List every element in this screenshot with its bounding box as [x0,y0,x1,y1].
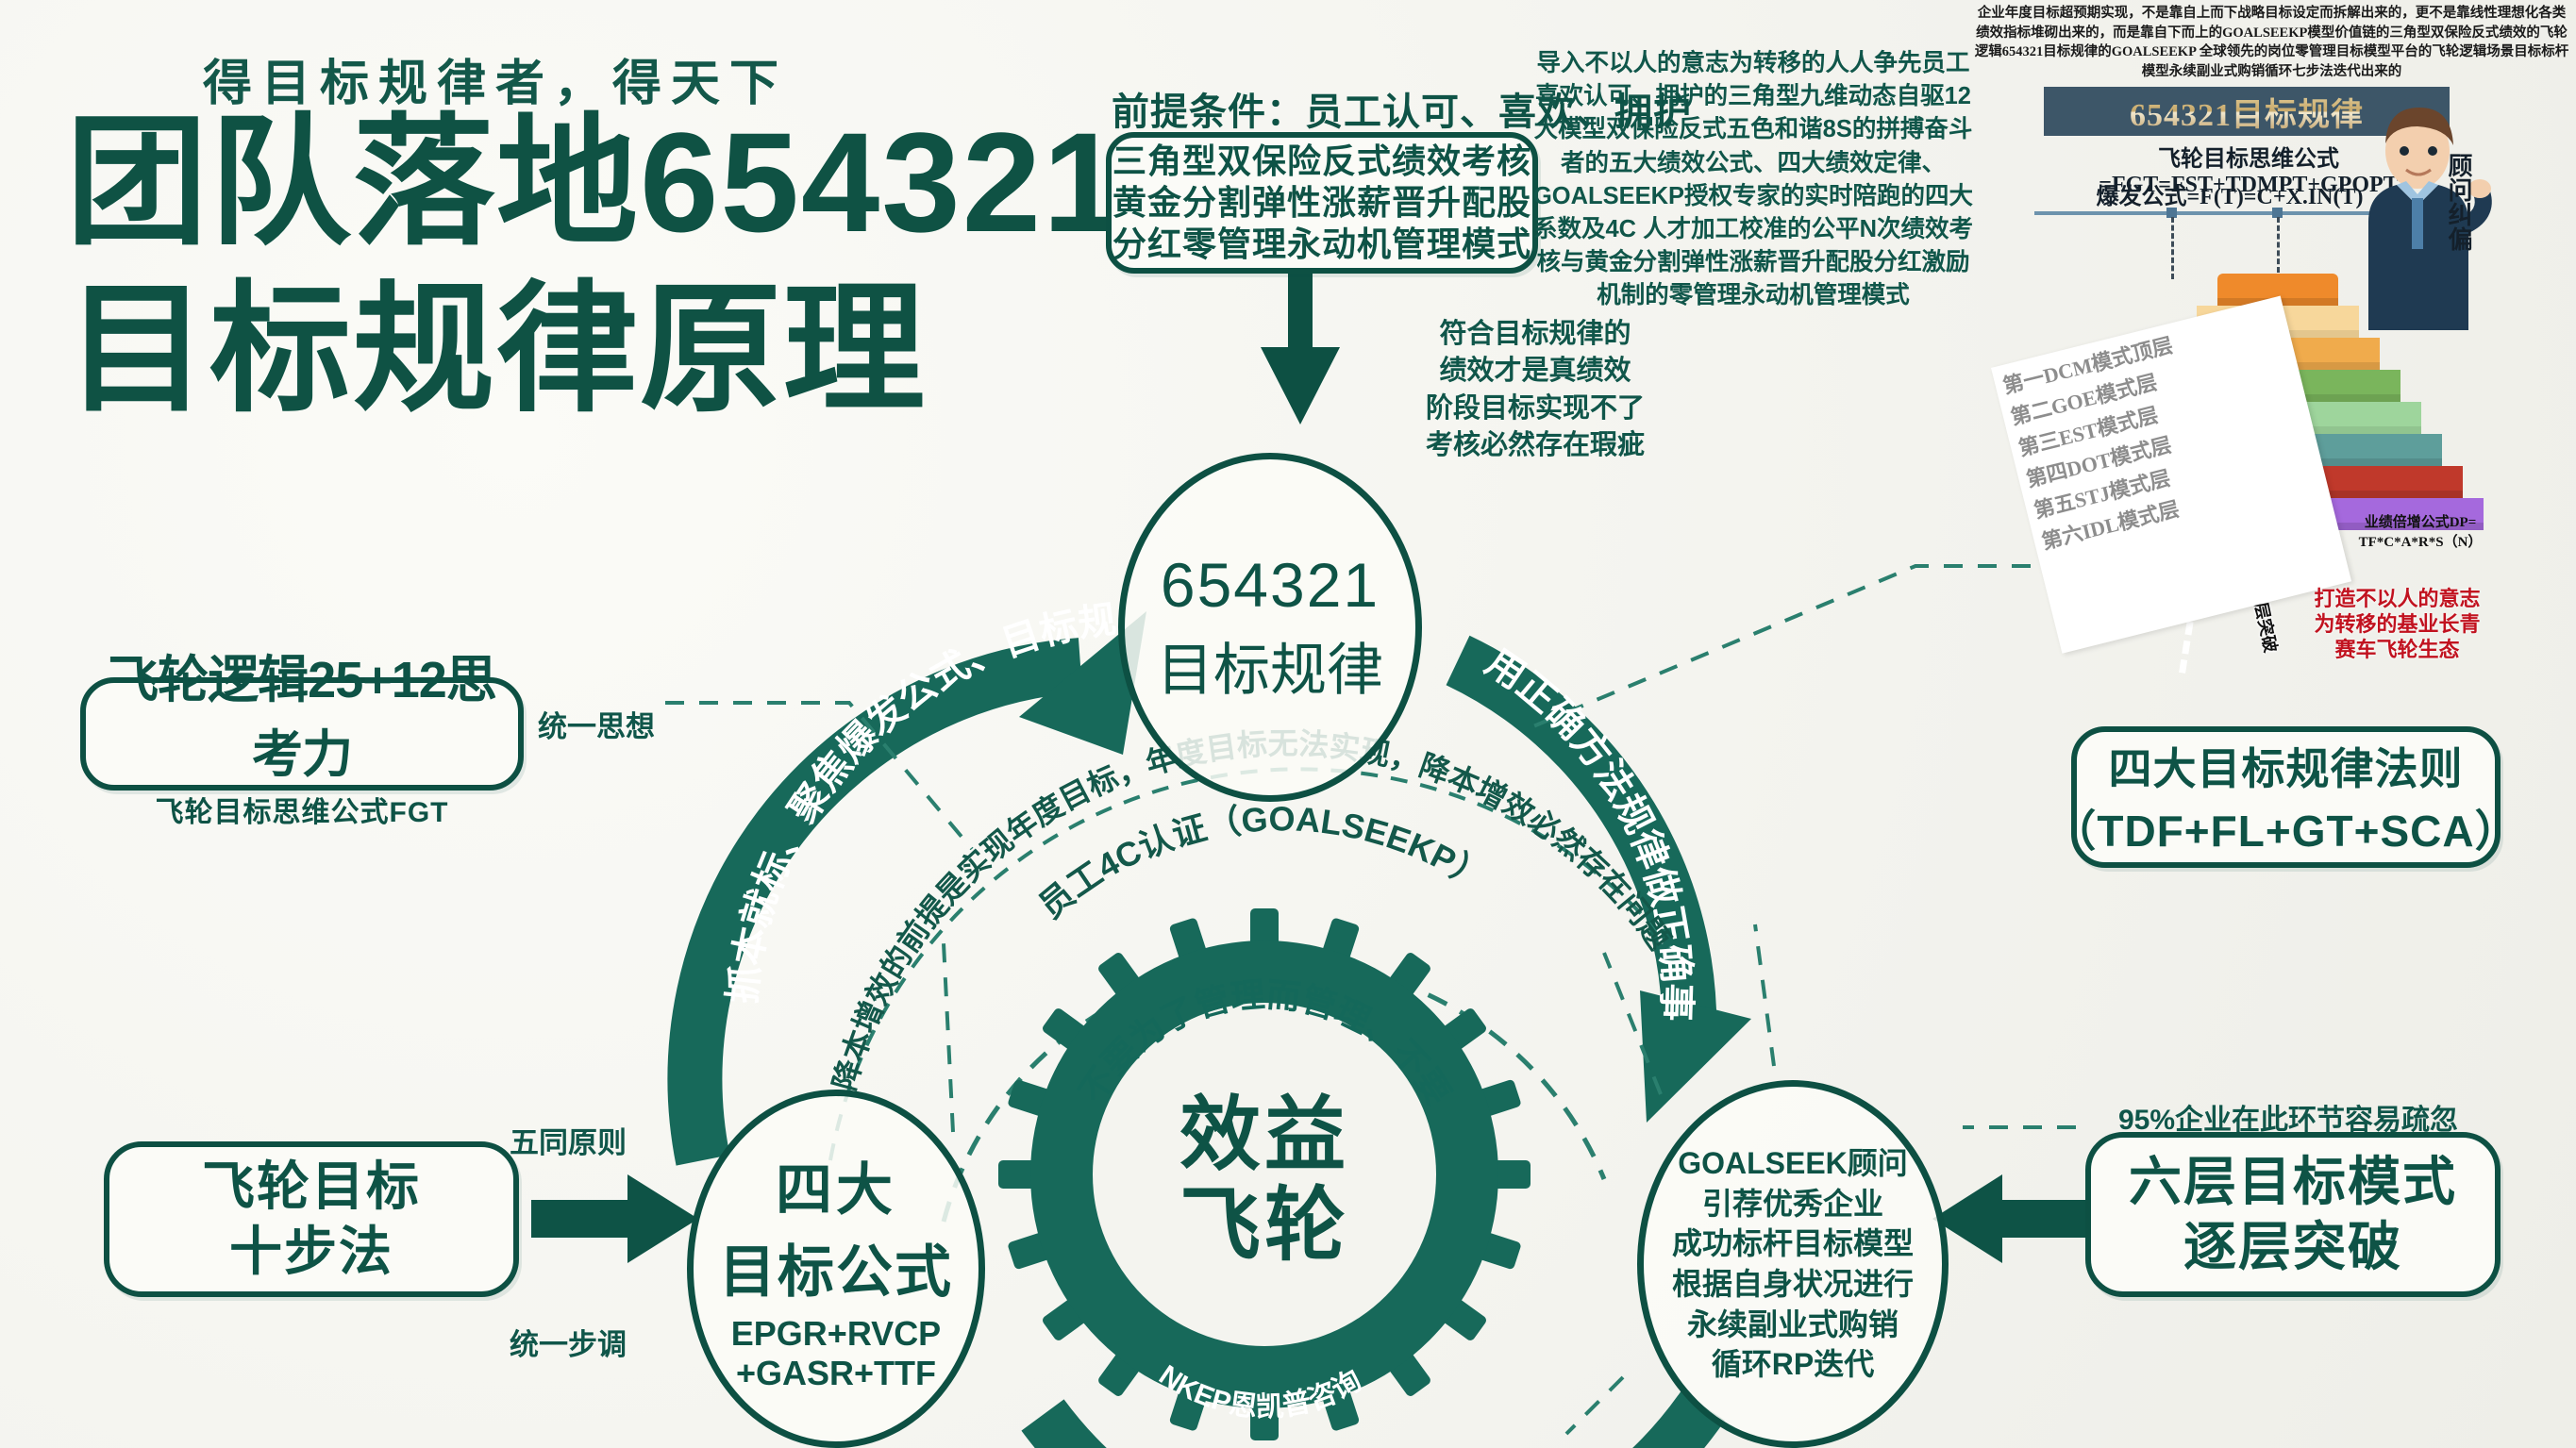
flywheel-line2: 飞轮 [1179,1180,1349,1272]
circle-goalseek-consultant: GOALSEEK顾问 引荐优秀企业 成功标杆目标模型 根据自身状况进行 永续副业… [1637,1080,1949,1448]
page-title-line2: 目标规律原理 [66,270,928,428]
four-formula-line4: +GASR+TTF [735,1354,937,1392]
goalseek-line-0: GOALSEEK顾问 [1678,1146,1908,1181]
right-explanatory-note: 导入不以人的意志为转移的人人争先员工喜欢认可、拥护的三角型九维动态自驱12大模型… [1532,50,1974,309]
pyramid-drop-left [2171,217,2174,279]
label-unify-thought: 统一思想 [538,710,655,743]
goalseek-line-5: 循环RP迭代 [1711,1347,1875,1382]
six-layer-line1: 六层目标模式 [2129,1152,2457,1212]
pyramid-node-left [2166,208,2177,218]
flywheel-logic-title: 飞轮逻辑25+12思考力 [108,652,497,783]
box-ten-step-method: 飞轮目标 十步法 [104,1141,519,1297]
page-title: 团队落地654321 目标规律原理 [66,99,1124,433]
arc-arrow-bottom [1021,1390,1726,1448]
top-summary-paragraph: 企业年度目标超预期实现，不是靠自上而下战略目标设定而拆解出来的，更不是靠线性理想… [1974,6,2569,79]
pyramid-drop-right [2277,217,2280,323]
center-circle-number: 654321 [1160,549,1380,620]
circle-four-goal-formula: 四大 目标公式 EPGR+RVCP +GASR+TTF [687,1090,985,1448]
flywheel-center-text: 效益 飞轮 [1078,1090,1451,1272]
four-laws-line1: 四大目标规律法则 [2108,744,2464,793]
premise-line3: 分红零管理永动机管理模式 [1112,224,1531,263]
center-circle-654321: 654321 目标规律 [1118,453,1422,802]
perf-formula-line2: TF*C*A*R*S（N） [2358,535,2483,550]
four-laws-line2: （TDF+FL+GT+SCA） [2052,807,2519,856]
ten-step-line2: 十步法 [229,1221,393,1281]
arc-arrow-right [1446,635,1751,1123]
arrow-premise-to-center [1261,274,1340,424]
arc-text-gear-bottom: NKEP恩凯普咨询 [1153,1359,1366,1423]
dashed-connector-goalseek-up [1753,924,1776,1067]
ten-step-line1: 飞轮目标 [202,1157,421,1217]
four-formula-line3: EPGR+RVCP [730,1314,942,1353]
consultant-label: 顾问纠偏 [2445,153,2473,251]
center-circle-subtitle: 目标规律 [1157,638,1383,702]
perf-formula-line1: 业绩倍增公式DP= [2364,515,2477,530]
label-unify-pace: 统一步调 [510,1328,627,1361]
goalseek-line-3: 根据自身状况进行 [1671,1267,1914,1301]
flywheel-logic-subtitle: 飞轮目标思维公式FGT [155,797,449,828]
dashed-connector-four-laws [1532,564,2065,728]
four-formula-line2: 目标公式 [719,1240,953,1304]
pyramid-node-right [2272,208,2283,218]
pyramid-divider-rule [2034,211,2431,215]
pyramid-stack: 七步法迭代6-5-4-3-2-1逐层突破 第一DCM模式顶层 第二GOE模式层 … [1991,228,2513,674]
four-formula-line1: 四大 [776,1158,896,1222]
dashed-connector-left-low [942,942,955,1133]
arc-arrow-left [667,611,1146,1166]
goalseek-line-2: 成功标杆目标模型 [1671,1226,1914,1261]
arc-text-dashed-inner: 员工4C认证（GOALSEEKP） [1031,799,1494,925]
pyramid-red-line1: 打造不以人的意志 [2314,587,2481,610]
page-title-line1: 团队落地654321 [66,103,1124,261]
pyramid-bottom-red-text: 打造不以人的意志 为转移的基业长青 赛车飞轮生态 [2300,587,2494,662]
pyramid-performance-formula: 业绩倍增公式DP= TF*C*A*R*S（N） [2331,513,2510,553]
premise-box: 三角型双保险反式绩效考核 黄金分割弹性涨薪晋升配股 分红零管理永动机管理模式 [1106,132,1538,274]
pyramid-title: 654321目标规律 [2130,89,2364,135]
goalseek-line-1: 引荐优秀企业 [1701,1186,1883,1221]
consultant-illustration [2368,108,2492,330]
premise-label: 前提条件：员工认可、喜欢、拥护 [1112,92,1692,133]
arrow-tenstep-to-formula [531,1174,698,1263]
pyramid-panel: 654321目标规律 飞轮目标思维公式=FGT=FST+TDMPT+GPOPT … [1991,87,2513,674]
box-flywheel-logic: 飞轮逻辑25+12思考力 飞轮目标思维公式FGT [80,652,524,828]
premise-line2: 黄金分割弹性涨薪晋升配股 [1112,183,1531,223]
arrow-sixlayer-to-goalseek [1932,1174,2090,1263]
pyramid-red-line2: 为转移的基业长青 [2314,611,2481,636]
page-tagline: 得目标规律者，得天下 [203,57,789,111]
dashed-connector-goalseek-up2 [1602,952,1663,1095]
box-four-goal-laws: 四大目标规律法则 （TDF+FL+GT+SCA） [2052,726,2518,868]
label-95-percent-note: 95%企业在此环节容易疏忽 [2118,1105,2459,1136]
box-six-layer-mode: 六层目标模式 逐层突破 [2085,1132,2501,1297]
arrow-side-note: 符合目标规律的 绩效才是真绩效 阶段目标实现不了 考核必然存在瑕疵 [1425,319,1645,461]
pyramid-title-bar: 654321目标规律 [2044,87,2450,136]
six-layer-line2: 逐层突破 [2183,1216,2402,1276]
pyramid-formula-1: 飞轮目标思维公式=FGT=FST+TDMPT+GPOPT [2099,147,2399,197]
flywheel-line1: 效益 [1179,1090,1349,1180]
dashed-connector-goalseek-down [1564,1375,1625,1436]
premise-line1: 三角型双保险反式绩效考核 [1112,141,1531,181]
label-five-same-principle: 五同原则 [510,1126,627,1159]
pyramid-red-line3: 赛车飞轮生态 [2334,637,2460,661]
goalseek-line-4: 永续副业式购销 [1686,1307,1899,1341]
pyramid-formula-2: 爆发公式=F(T)=C+X.IN(T) [2096,185,2364,209]
dashed-connector-flywheel-logic [665,701,974,851]
